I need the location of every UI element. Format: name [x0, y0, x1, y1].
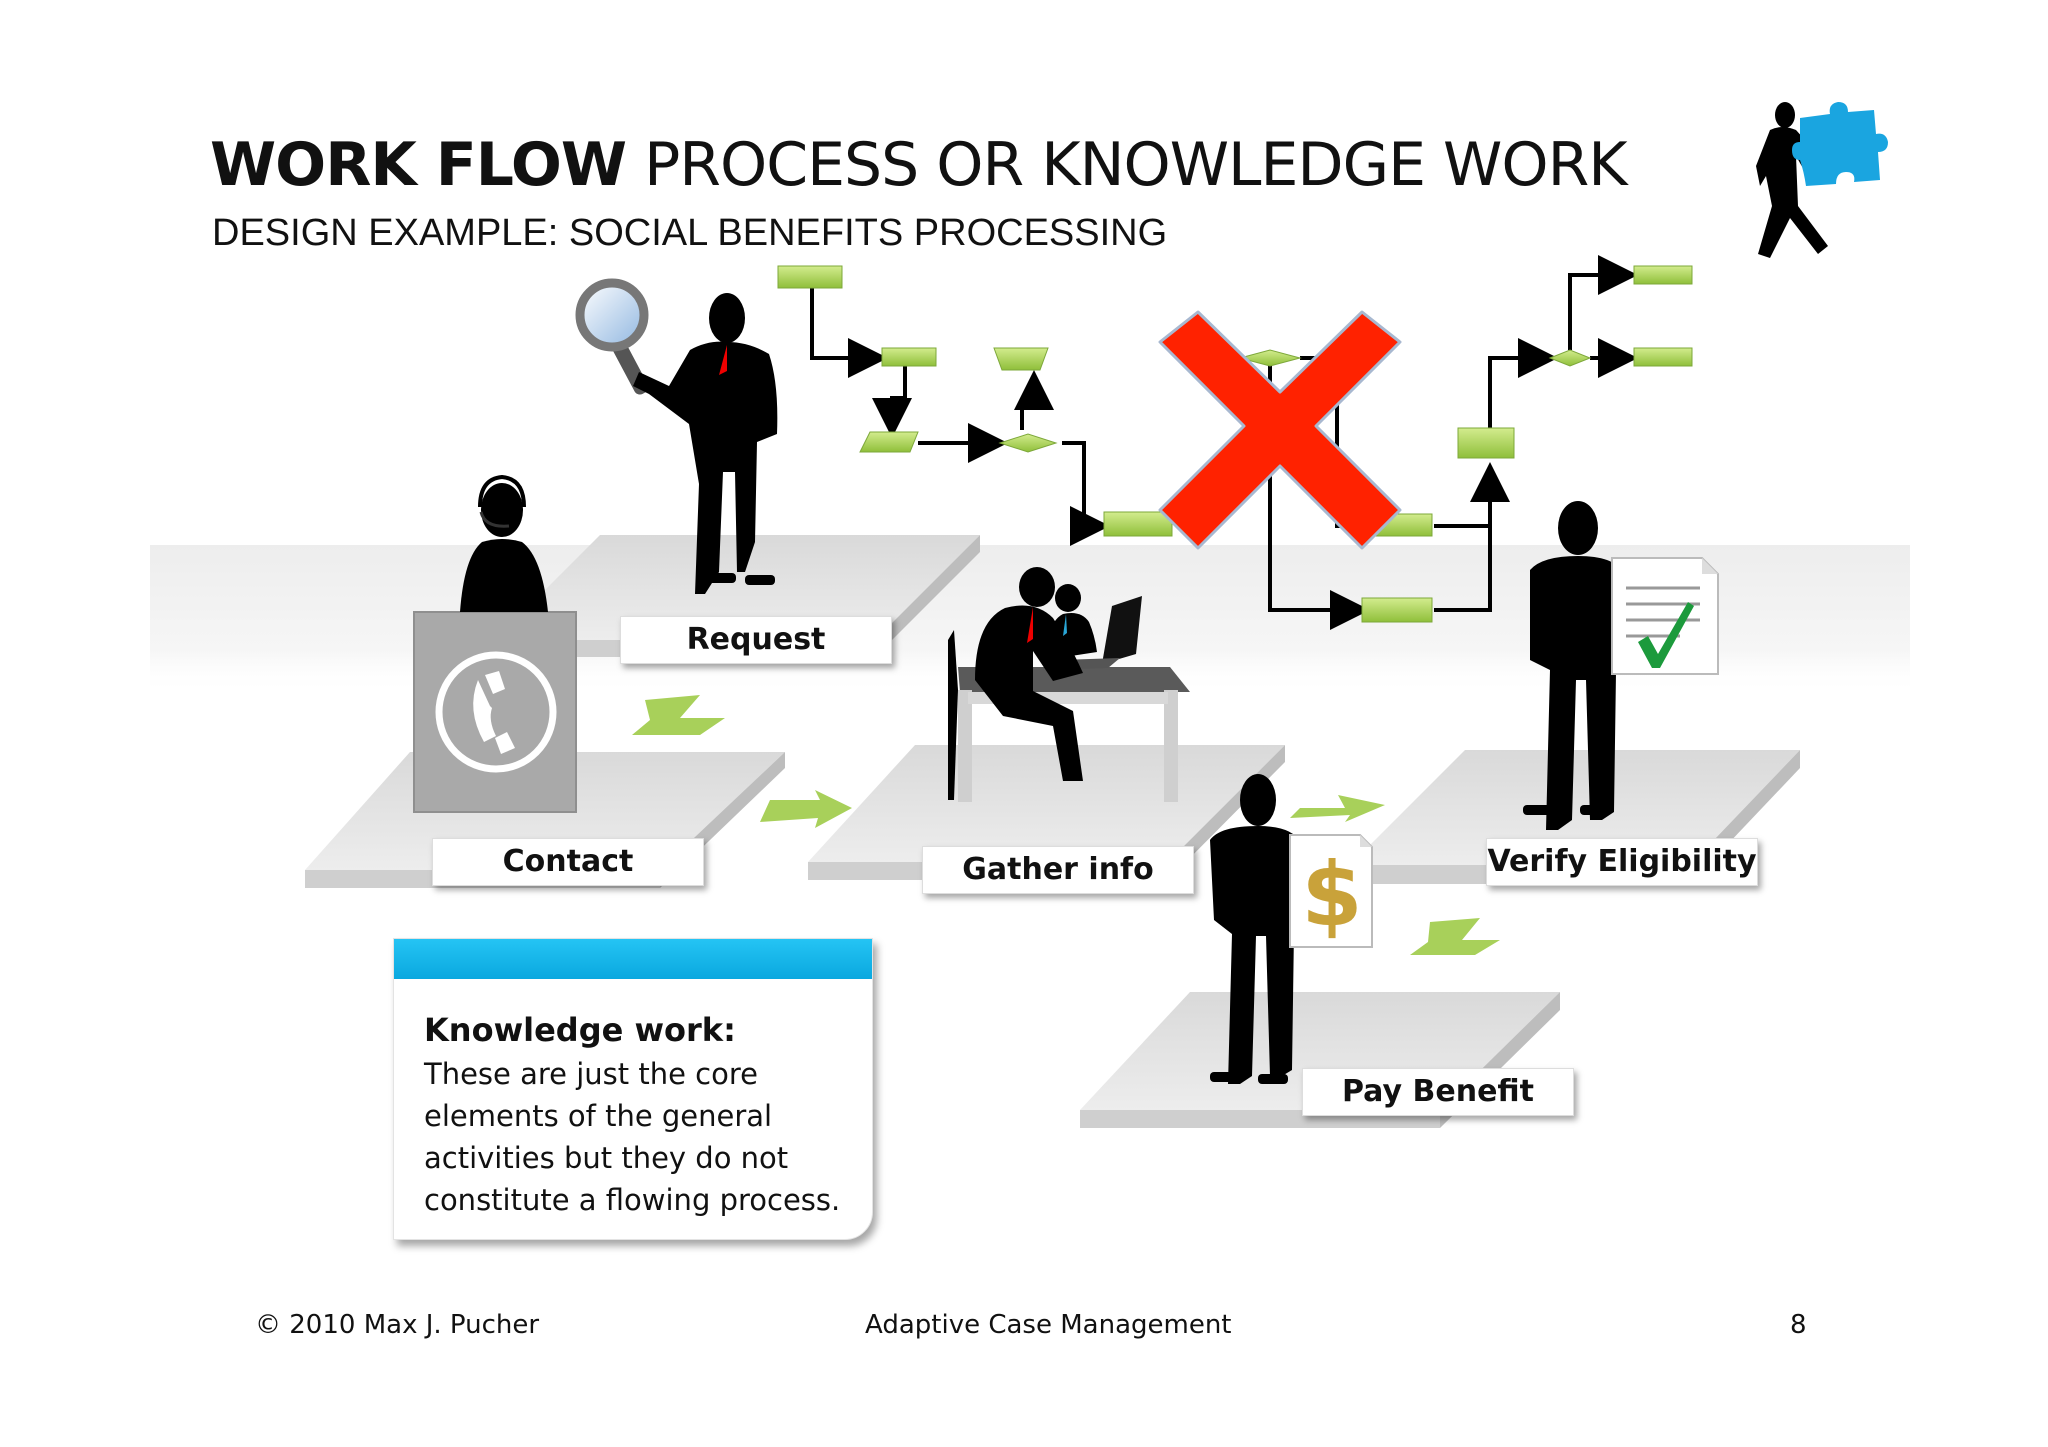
pay-figure: $ — [1210, 774, 1373, 1084]
puzzle-man — [1756, 102, 1888, 258]
arrow-icon — [632, 695, 725, 735]
footer-center: Adaptive Case Management — [865, 1310, 1232, 1340]
note-header-bar — [394, 939, 872, 979]
dollar-icon: $ — [1289, 834, 1373, 948]
arrow-icon — [1410, 918, 1500, 955]
checkmark-icon — [1638, 602, 1694, 668]
document-icon — [1611, 557, 1719, 675]
verify-figure — [1523, 501, 1719, 830]
slide-subtitle: DESIGN EXAMPLE: SOCIAL BENEFITS PROCESSI… — [212, 212, 1168, 254]
label-pay-benefit: Pay Benefit — [1302, 1068, 1574, 1116]
phone-booth — [413, 611, 577, 813]
footer-page-number: 8 — [1790, 1310, 1807, 1340]
title-rest: PROCESS OR KNOWLEDGE WORK — [626, 130, 1628, 200]
label-request: Request — [620, 616, 892, 664]
label-gather-info: Gather info — [922, 846, 1194, 894]
arrow-icon — [760, 790, 852, 828]
phone-icon — [435, 651, 557, 773]
arrow-icon — [1290, 795, 1385, 822]
knowledge-work-note: Knowledge work: These are just the core … — [393, 938, 873, 1240]
operator-figure — [460, 474, 548, 612]
desk-figures — [948, 567, 1190, 802]
label-verify-eligibility: Verify Eligibility — [1486, 838, 1758, 886]
flow-box — [777, 265, 1693, 623]
slide-title: WORK FLOW PROCESS OR KNOWLEDGE WORK — [210, 130, 1628, 200]
request-figure — [575, 278, 778, 594]
svg-text:$: $ — [1301, 843, 1362, 946]
note-title: Knowledge work: — [424, 1011, 736, 1049]
cross-icon — [1158, 310, 1402, 550]
footer-copyright: © 2010 Max J. Pucher — [255, 1310, 540, 1340]
title-bold: WORK FLOW — [210, 130, 627, 200]
label-contact: Contact — [432, 838, 704, 886]
note-body: These are just the core elements of the … — [424, 1057, 841, 1217]
puzzle-icon — [1792, 102, 1888, 186]
